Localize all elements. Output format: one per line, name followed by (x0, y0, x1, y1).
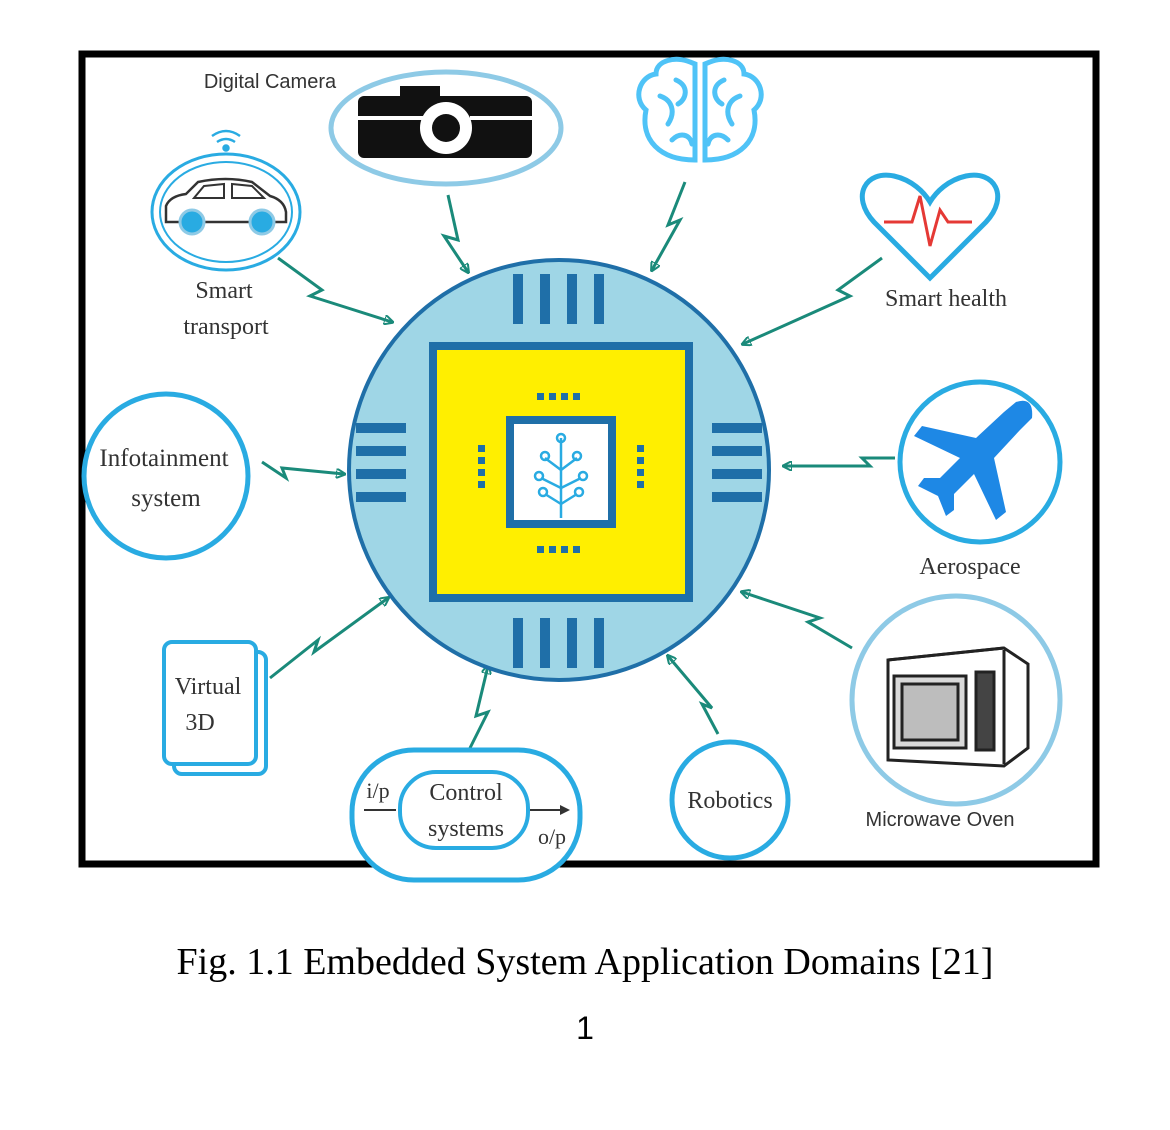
car-icon (164, 177, 288, 236)
smart-health-node: Smart health (859, 172, 1007, 312)
smart-transport-label-2: transport (183, 314, 269, 340)
control-systems-node: i/p Control systems o/p (349, 747, 583, 883)
aerospace-node: Aerospace (897, 379, 1063, 580)
aerospace-label: Aerospace (919, 554, 1020, 580)
control-label-2: systems (428, 816, 504, 842)
smart-transport-label-1: Smart (195, 278, 253, 304)
smart-transport-node: Smart transport (150, 129, 302, 340)
digital-camera-label: Digital Camera (204, 71, 337, 93)
digital-camera-node: Digital Camera (204, 69, 564, 187)
virtual-label-1: Virtual (175, 674, 242, 700)
smart-health-label: Smart health (885, 286, 1007, 312)
camera-icon (358, 86, 532, 158)
microwave-oven-node: Microwave Oven (849, 593, 1063, 831)
arrow-microwave (742, 592, 853, 650)
connection-arrows (261, 181, 895, 749)
robotics-label: Robotics (687, 788, 772, 814)
arrow-infotainment (261, 460, 344, 482)
arrow-camera (440, 194, 468, 272)
airplane-icon (914, 400, 1033, 520)
arrow-virtual (269, 598, 388, 680)
arrow-transport (277, 256, 392, 322)
infotainment-label-2: system (131, 485, 201, 512)
arrow-brain (652, 181, 687, 270)
brain-icon (636, 56, 764, 163)
wifi-icon (211, 129, 241, 152)
virtual-label-2: 3D (185, 710, 214, 736)
control-output-label: o/p (538, 824, 566, 849)
control-input-label: i/p (366, 778, 389, 803)
arrow-aerospace (784, 456, 895, 466)
infotainment-label-1: Infotainment (99, 445, 228, 472)
virtual-3d-node: Virtual 3D (162, 640, 268, 776)
arrow-control (468, 666, 488, 749)
figure-caption: Fig. 1.1 Embedded System Application Dom… (176, 941, 994, 983)
robotics-node: Robotics (669, 739, 791, 861)
application-domains-diagram: Digital Camera Smart (78, 50, 1100, 883)
heart-pulse-icon (859, 172, 1001, 282)
control-label-1: Control (429, 780, 503, 806)
central-chip (347, 258, 771, 682)
arrow-health (743, 256, 883, 344)
microwave-icon (886, 646, 1030, 768)
infotainment-node: Infotainment system (81, 391, 251, 561)
page-number: 1 (576, 1010, 594, 1046)
arrow-robotics (668, 656, 720, 735)
microwave-oven-label: Microwave Oven (866, 809, 1015, 831)
